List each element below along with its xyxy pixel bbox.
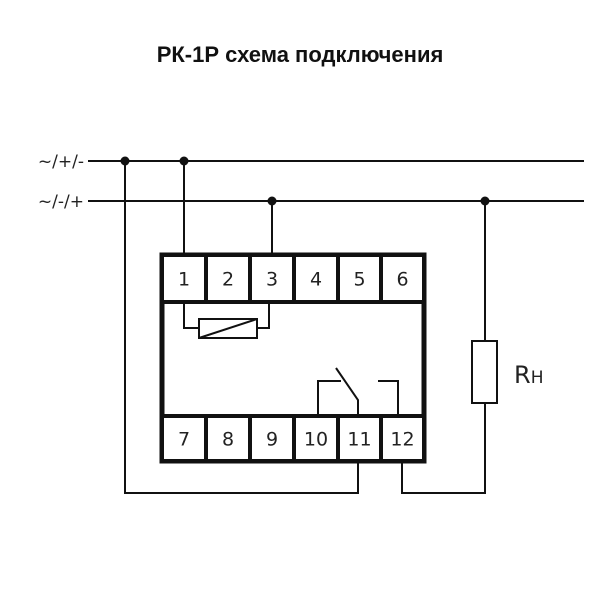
terminal-label: 8 xyxy=(222,429,234,451)
terminal-label: 5 xyxy=(353,269,365,291)
load-label: RH xyxy=(514,361,543,389)
diagram-title: РК-1Р схема подключения xyxy=(157,42,444,67)
terminal-label: 6 xyxy=(396,269,408,291)
load-resistor xyxy=(471,340,498,404)
wire-12-to-load xyxy=(401,403,486,494)
coil-diagonal xyxy=(198,318,258,339)
terminal-label: 11 xyxy=(347,429,371,451)
contact-switch-11 xyxy=(335,367,359,416)
terminal-label: 12 xyxy=(390,429,414,451)
terminal-row-bottom: 7 8 9 10 11 12 xyxy=(160,414,426,463)
line-label-1: ~/+/- xyxy=(38,152,84,172)
terminal-label: 10 xyxy=(304,429,328,451)
coil-wire-3 xyxy=(257,302,270,329)
terminal-label: 7 xyxy=(178,429,190,451)
coil-wire-1 xyxy=(183,302,199,329)
terminal-4 xyxy=(292,253,340,304)
terminal-label: 3 xyxy=(266,269,278,291)
contact-wire-10 xyxy=(317,380,341,416)
terminal-row-top: 1 2 3 4 5 6 xyxy=(160,253,426,304)
terminal-2 xyxy=(204,253,252,304)
terminal-label: 1 xyxy=(178,269,190,291)
contact-wire-12 xyxy=(378,380,399,416)
terminal-label: 4 xyxy=(310,269,322,291)
wire-line1-to-11 xyxy=(124,161,359,494)
line-label-2: ~/-/+ xyxy=(38,192,84,212)
terminal-6 xyxy=(379,253,426,304)
terminal-label: 9 xyxy=(266,429,278,451)
terminal-label: 2 xyxy=(222,269,234,291)
terminal-12 xyxy=(379,414,426,463)
